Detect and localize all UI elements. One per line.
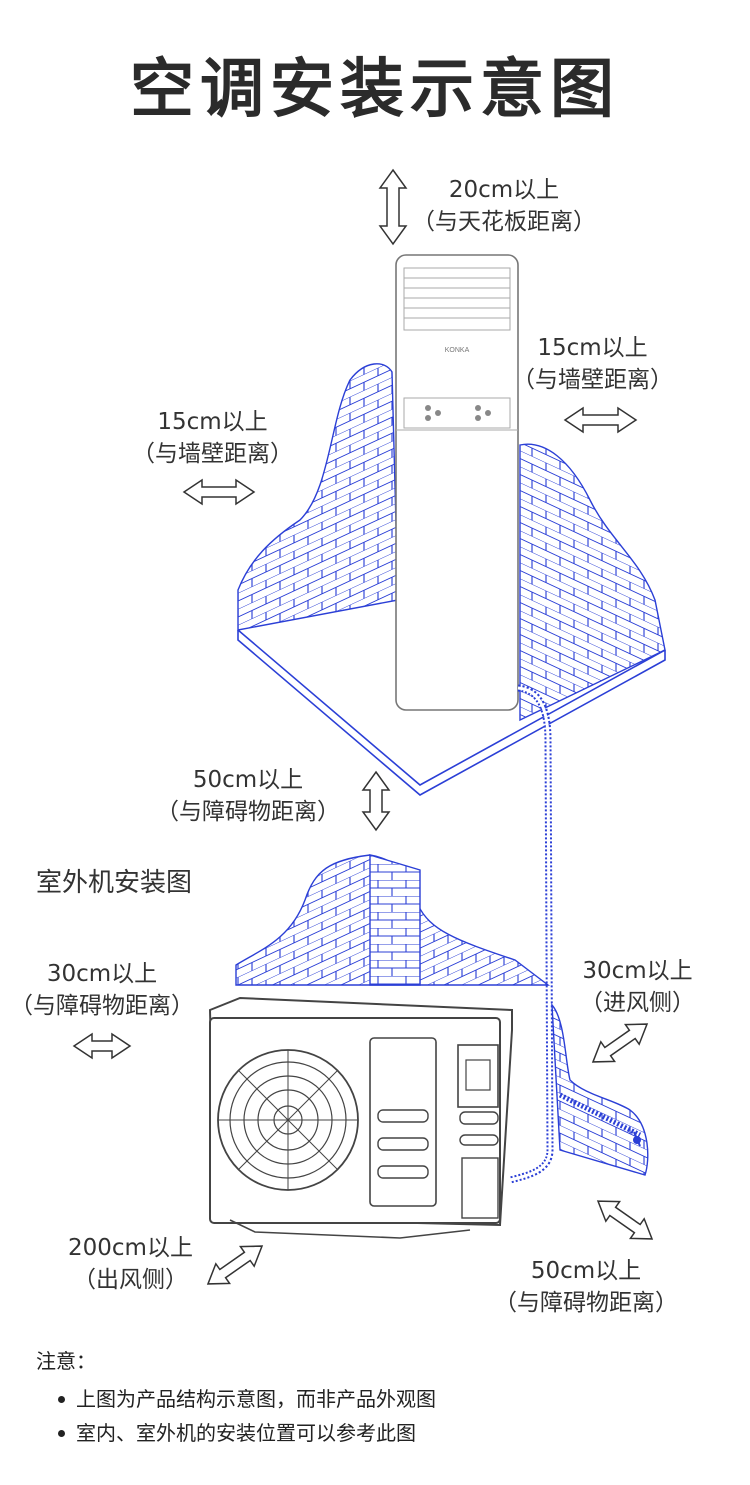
label-outdoor-left: 30cm以上 （与障碍物距离） (10, 958, 194, 1022)
label-outdoor-left-distance: 30cm以上 (46, 961, 158, 987)
brand-logo: KONKA (445, 347, 470, 354)
notes-item: 上图为产品结构示意图，而非产品外观图 (58, 1382, 436, 1416)
label-indoor-left: 15cm以上 （与墙壁距离） (132, 406, 293, 470)
label-indoor-bottom-note: （与障碍物距离） (156, 799, 340, 825)
arrow-indoor-left (182, 478, 256, 506)
arrow-outdoor-front (206, 1245, 264, 1285)
label-outdoor-right-distance: 30cm以上 (582, 958, 693, 984)
arrow-indoor-bottom (361, 770, 391, 832)
label-indoor-right-note: （与墙壁距离） (512, 367, 673, 393)
label-outdoor-front-note: （出风侧） (72, 1267, 188, 1293)
label-indoor-top-distance: 20cm以上 (448, 177, 560, 203)
label-outdoor-right-note: （进风侧） (580, 990, 695, 1016)
indoor-wall-right (519, 443, 666, 722)
label-outdoor-back-distance: 50cm以上 (530, 1258, 642, 1284)
arrow-outdoor-back (596, 1200, 654, 1240)
outdoor-wall-right (551, 1002, 649, 1176)
label-indoor-left-note: （与墙壁距离） (132, 441, 293, 467)
label-indoor-bottom-distance: 50cm以上 (192, 767, 304, 793)
page-title: 空调安装示意图 (130, 53, 620, 127)
indoor-wall-left (237, 363, 399, 631)
label-outdoor-left-note: （与障碍物距离） (10, 993, 194, 1019)
label-outdoor-back-note: （与障碍物距离） (494, 1290, 678, 1316)
notes-section: 注意： 上图为产品结构示意图，而非产品外观图 室内、室外机的安装位置可以参考此图 (36, 1345, 436, 1450)
label-outdoor-right: 30cm以上 （进风侧） (580, 955, 695, 1019)
outdoor-section-title: 室外机安装图 (36, 868, 193, 898)
outdoor-wall-back (235, 854, 551, 986)
label-indoor-top-note: （与天花板距离） (412, 209, 596, 235)
arrow-indoor-right (563, 406, 638, 434)
label-indoor-left-distance: 15cm以上 (157, 409, 268, 435)
notes-list: 上图为产品结构示意图，而非产品外观图 室内、室外机的安装位置可以参考此图 (36, 1382, 436, 1450)
arrow-outdoor-left (72, 1032, 132, 1060)
label-outdoor-front-distance: 200cm以上 (68, 1235, 193, 1261)
label-outdoor-front: 200cm以上 （出风侧） (68, 1232, 193, 1296)
refrigerant-pipe (509, 684, 554, 1184)
notes-heading: 注意： (36, 1349, 96, 1373)
indoor-floor (237, 629, 666, 796)
arrow-outdoor-right (591, 1023, 649, 1063)
outdoor-unit (208, 996, 513, 1239)
label-outdoor-back: 50cm以上 （与障碍物距离） (494, 1255, 678, 1319)
indoor-unit: KONKA (395, 254, 519, 711)
arrow-indoor-top (378, 168, 408, 246)
label-indoor-right-distance: 15cm以上 (537, 335, 648, 361)
label-indoor-bottom: 50cm以上 （与障碍物距离） (156, 764, 340, 828)
notes-item: 室内、室外机的安装位置可以参考此图 (58, 1416, 436, 1450)
label-indoor-top: 20cm以上 （与天花板距离） (412, 174, 596, 238)
label-indoor-right: 15cm以上 （与墙壁距离） (512, 332, 673, 396)
